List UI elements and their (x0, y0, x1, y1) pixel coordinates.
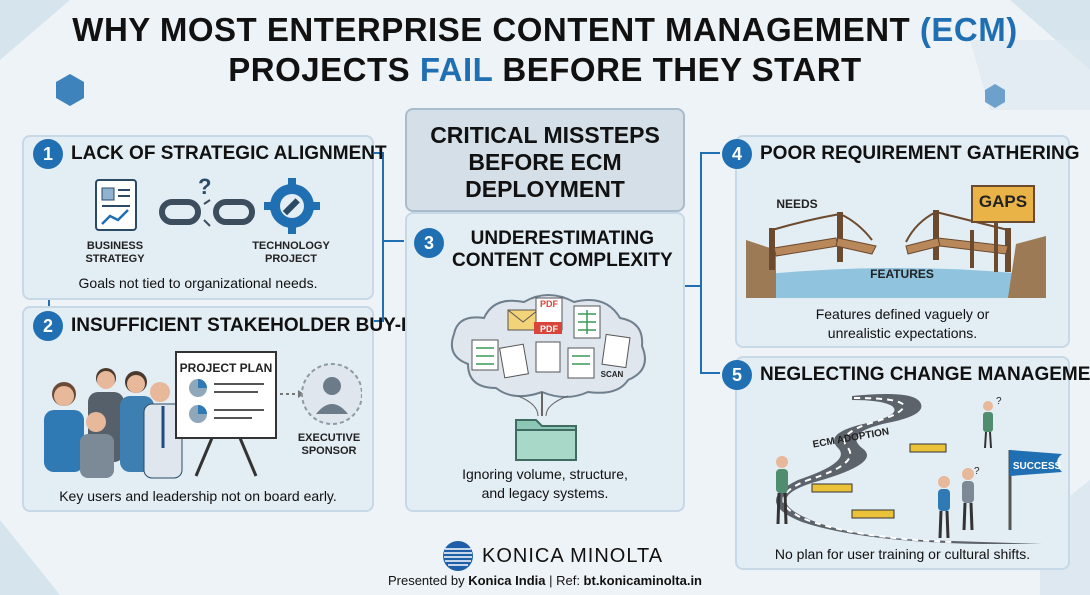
step-number: 1 (33, 139, 63, 169)
brand-name: KONICA MINOLTA (482, 544, 664, 567)
step-number: 3 (414, 228, 444, 258)
executive-sponsor-avatar (280, 363, 362, 425)
label-line: BUSINESS (86, 240, 144, 252)
broken-chain-icon: ? (159, 174, 255, 227)
connector-line (384, 240, 404, 242)
heading-line: UNDERESTIMATING (470, 228, 654, 249)
label-line: TECHNOLOGY (252, 240, 330, 252)
heading-line: CONTENT COMPLEXITY (452, 250, 673, 271)
title-text: WHY MOST ENTERPRISE CONTENT MANAGEMENT (72, 11, 920, 48)
center-title-line: BEFORE ECM (468, 149, 622, 175)
heading-text: NEGLECTING CHANGE MANAGEMENT (760, 364, 1090, 385)
gaps-sign-text: GAPS (978, 192, 1028, 211)
heading-strategic-alignment: 1 LACK OF STRATEGIC ALIGNMENT (33, 139, 387, 169)
heading-stakeholder-buy-in: 2 INSUFFICIENT STAKEHOLDER BUY-IN (33, 311, 420, 341)
page-title: WHY MOST ENTERPRISE CONTENT MANAGEMENT (… (0, 10, 1090, 90)
broken-bridge-illustration (746, 185, 1046, 298)
features-label: FEATURES (870, 267, 934, 281)
success-flag-text: SUCCESS (1012, 461, 1062, 472)
caption-change-management: No plan for user training or cultural sh… (774, 546, 1031, 562)
brand-logo: KONICA MINOLTA (442, 540, 663, 572)
center-title-box: CRITICAL MISSTEPS BEFORE ECM DEPLOYMENT (405, 108, 685, 212)
center-title-line: CRITICAL MISSTEPS (430, 122, 660, 148)
heading-change-management: 5 NEGLECTING CHANGE MANAGEMENT (722, 360, 1090, 390)
caption-line: and legacy systems. (481, 485, 609, 501)
center-title-line: DEPLOYMENT (465, 176, 625, 202)
needs-label: NEEDS (776, 197, 818, 211)
svg-text:?: ? (996, 396, 1002, 407)
caption-line: Features defined vaguely or (815, 306, 990, 322)
heading-text: INSUFFICIENT STAKEHOLDER BUY-IN (71, 315, 421, 336)
svg-text:?: ? (198, 174, 211, 199)
center-title: CRITICAL MISSTEPS BEFORE ECM DEPLOYMENT (407, 122, 683, 203)
step-number: 4 (722, 139, 752, 169)
heading-text: LACK OF STRATEGIC ALIGNMENT (71, 143, 387, 164)
document-chart-icon (95, 179, 137, 231)
label-line: SPONSOR (301, 445, 357, 457)
pdf-label: PDF (540, 299, 558, 309)
caption-line: unrealistic expectations. (827, 325, 978, 341)
stakeholders-group-icon (44, 368, 183, 479)
connector-line (382, 240, 384, 322)
footer-company: Konica India (468, 573, 546, 588)
board-title: PROJECT PLAN (179, 361, 273, 375)
footer-url: bt.konicaminolta.in (583, 573, 703, 588)
caption-stakeholder-buy-in: Key users and leadership not on board ea… (59, 488, 337, 504)
footer-text: | Ref: (545, 573, 584, 588)
title-text: BEFORE THEY START (492, 51, 862, 88)
panel-requirement-gathering (735, 135, 1070, 348)
content-cloud-illustration (450, 294, 646, 461)
connector-line (382, 152, 384, 242)
heading-requirement-gathering: 4 POOR REQUIREMENT GATHERING (722, 139, 1080, 169)
label-line: PROJECT (265, 253, 317, 265)
scan-label: SCAN (600, 370, 624, 379)
pdf-label: PDF (540, 324, 558, 334)
connector-line (700, 152, 720, 154)
connector-line (368, 152, 382, 154)
caption-strategic-alignment: Goals not tied to organizational needs. (78, 275, 318, 291)
connector-line (372, 320, 384, 322)
caption-requirement-gathering: Features defined vaguely or unrealistic e… (735, 305, 1070, 343)
label-line: EXECUTIVE (297, 432, 361, 444)
heading-text: POOR REQUIREMENT GATHERING (760, 143, 1080, 164)
footer-text: Presented by (387, 573, 469, 588)
gear-wrench-icon (264, 178, 320, 234)
konica-minolta-logo-icon (443, 541, 473, 571)
svg-text:?: ? (974, 466, 980, 477)
connector-line (700, 152, 702, 374)
connector-line (700, 372, 720, 374)
caption-line: Ignoring volume, structure, (462, 466, 628, 482)
title-highlight: FAIL (419, 51, 493, 88)
label-line: STRATEGY (85, 253, 145, 265)
step-number: 2 (33, 311, 63, 341)
title-highlight: (ECM) (919, 11, 1018, 48)
step-number: 5 (722, 360, 752, 390)
winding-road-illustration: ? ? (775, 394, 1062, 544)
caption-content-complexity: Ignoring volume, structure, and legacy sy… (405, 465, 685, 503)
project-plan-board (175, 351, 277, 477)
connector-line (675, 285, 702, 287)
footer-credit: Presented by Konica India | Ref: bt.koni… (0, 573, 1090, 588)
title-text: PROJECTS (228, 51, 420, 88)
